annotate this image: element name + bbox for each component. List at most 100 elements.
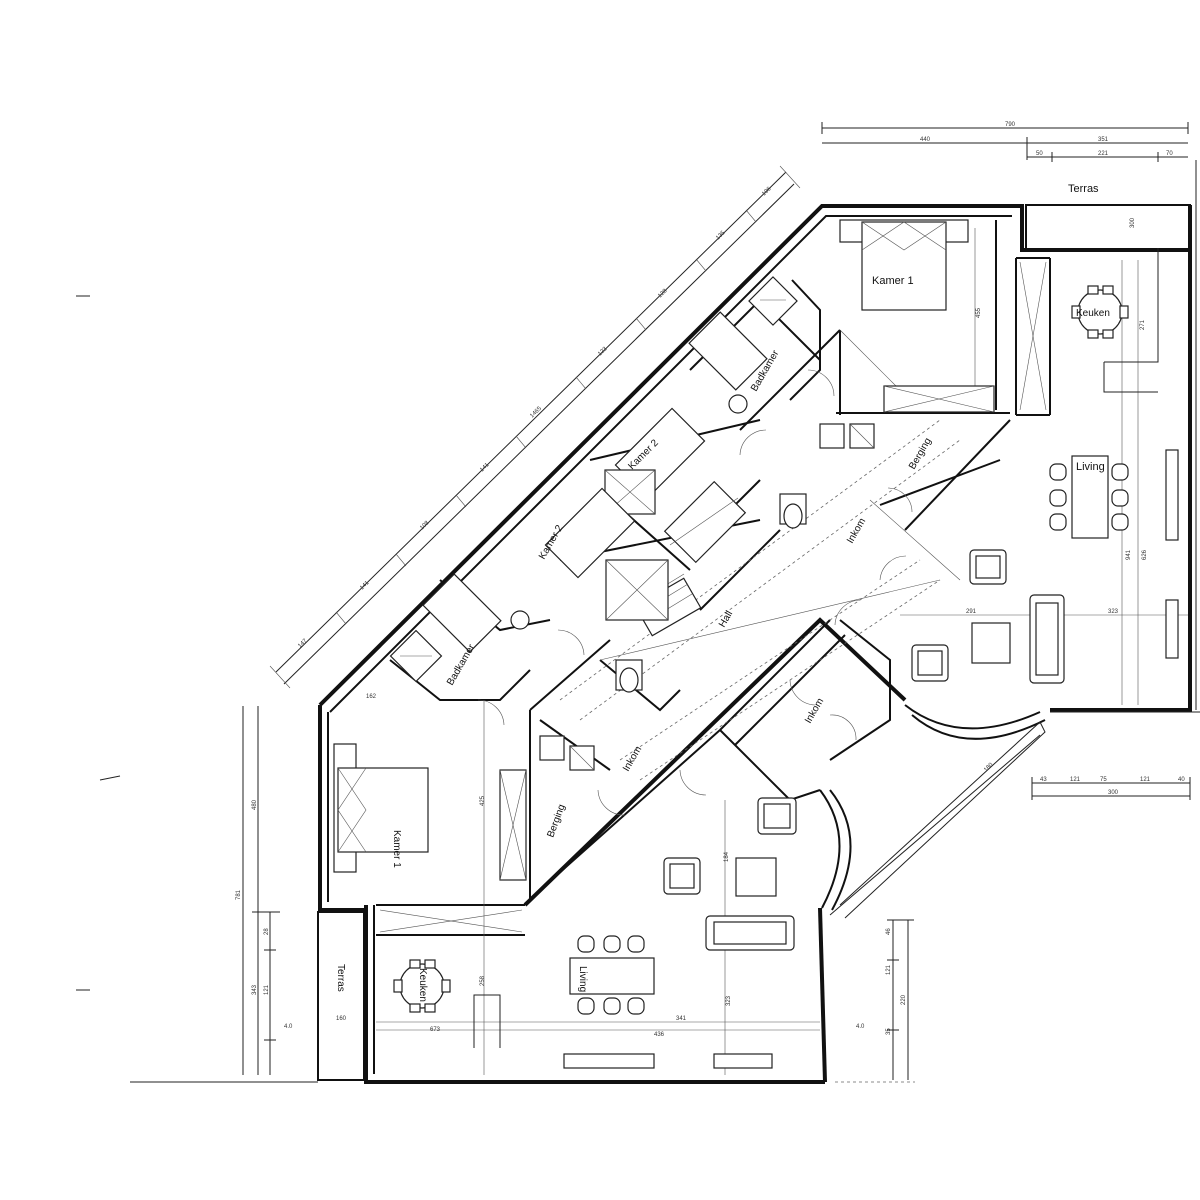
dim-living-left-d: 673 (430, 1027, 441, 1033)
edge-marks (76, 160, 1200, 1083)
room-label-terras-left: Terras (335, 964, 346, 992)
left-dimension-lines: 781 480 343 121 28 (236, 706, 280, 1075)
room-label-berging-left: Berging (545, 803, 567, 839)
dim-left-b: 343 (252, 984, 258, 995)
room-label-keuken-left: Keuken (417, 968, 428, 1002)
room-label-terras-top: Terras (1068, 183, 1099, 195)
dim-level-mark-right: 4.0 (856, 1024, 865, 1030)
dim-diag-1: 141 (359, 580, 371, 592)
dim-diag-3: 141 (479, 462, 491, 474)
bed-icon (604, 407, 706, 515)
dim-diag-7: 106 (761, 186, 773, 198)
room-label-berging-top: Berging (907, 436, 934, 471)
dim-diag-6: 135 (715, 230, 727, 242)
dim-diag-2: 108 (419, 520, 431, 532)
kitchen-cabinet-icon (379, 909, 523, 933)
dim-bay-3: 121 (1140, 777, 1151, 783)
furniture-right-unit (604, 219, 1179, 684)
dining-table-icon (1049, 455, 1129, 539)
sink-icon (510, 610, 530, 630)
dim-right-stack-1: 121 (886, 964, 892, 975)
dim-living-depth: 941 (1126, 549, 1132, 560)
round-table-icon (1071, 285, 1129, 339)
dim-right-stack-0: 46 (886, 928, 892, 935)
dim-top-sub-0: 50 (1036, 151, 1043, 157)
diagonal-dimension-lines: 147 141 108 141 1465 123 128 135 106 (269, 165, 801, 689)
dim-living-width-b: 323 (1108, 609, 1119, 615)
dim-living-left-b: 341 (676, 1016, 687, 1022)
wardrobe-icon (883, 385, 995, 413)
shower-icon (748, 276, 798, 326)
dim-top-sub-1: 221 (1098, 151, 1109, 157)
meter-box-icon (539, 735, 565, 761)
bed-icon (839, 219, 969, 311)
coffee-table-icon (735, 857, 777, 897)
dim-living-inner: 626 (1142, 549, 1148, 560)
dim-top-left: 440 (920, 137, 931, 143)
furniture-left-unit (333, 487, 797, 1069)
room-label-kamer1-top: Kamer 1 (872, 275, 914, 287)
armchair-icon (757, 797, 797, 835)
room-label-inkom-left: Inkom (621, 744, 644, 773)
armchair-icon (911, 644, 949, 682)
dim-bay-total: 300 (1108, 790, 1119, 796)
dim-bay-2: 75 (1100, 777, 1107, 783)
room-label-living-left: Living (577, 966, 588, 992)
toilet-icon (615, 659, 643, 693)
room-label-hall: Hall (717, 609, 735, 629)
wardrobe-icon (499, 769, 527, 881)
dim-living-width-a: 291 (966, 609, 977, 615)
dim-bay-1: 121 (1070, 777, 1081, 783)
dim-kamer1-left-w: 162 (366, 694, 377, 700)
dim-diag-0: 147 (297, 638, 309, 650)
sofa-icon (1029, 594, 1065, 684)
dim-terras-left-w: 160 (336, 1016, 347, 1022)
meter-box-icon (819, 423, 845, 449)
round-table-icon (393, 959, 451, 1013)
dim-keuken-left-h: 258 (480, 975, 486, 986)
sofa-icon (705, 915, 795, 951)
room-label-kamer1-left: Kamer 1 (391, 830, 402, 868)
bathtub-icon (422, 573, 502, 653)
construction-lines (376, 228, 1188, 1075)
dim-bay-4: 40 (1178, 777, 1185, 783)
dim-left-d: 28 (264, 928, 270, 935)
right-lower-dimension-lines: 43 121 75 121 40 300 46 121 35 220 (886, 777, 1191, 1080)
armchair-icon (969, 549, 1007, 585)
room-label-living-top: Living (1076, 461, 1105, 473)
dim-level-mark-left: 4.0 (284, 1024, 293, 1030)
dim-left-a: 480 (252, 799, 258, 810)
dim-top-total: 790 (1005, 122, 1016, 128)
door-swings (477, 369, 913, 816)
dim-diag-inner: 184 (724, 851, 730, 862)
room-label-inkom-mid: Inkom (803, 696, 826, 725)
shower-icon (389, 629, 443, 683)
bed-icon (333, 743, 429, 873)
coffee-table-icon (971, 622, 1011, 664)
dim-bay-diag: 180 (983, 762, 995, 774)
inline-dimension-texts: 300 455 271 941 626 291 323 180 162 425 … (284, 217, 1148, 1038)
dim-keuken-depth: 271 (1140, 319, 1146, 330)
dim-bay-0: 43 (1040, 777, 1047, 783)
dim-diag-4: 123 (597, 346, 609, 358)
room-label-keuken-top: Keuken (1076, 308, 1110, 319)
dim-right-total: 220 (901, 994, 907, 1005)
dim-living-left-c: 436 (654, 1032, 665, 1038)
room-label-badkamer-left: Badkamer (445, 642, 478, 688)
kitchen-cabinet-icon (1019, 261, 1047, 411)
armchair-icon (663, 857, 701, 895)
dim-living-left-a: 323 (726, 995, 732, 1006)
dining-table-icon (569, 935, 655, 1015)
bed-icon (544, 487, 669, 621)
dim-top-sub-2: 70 (1166, 151, 1173, 157)
dim-kamer1-left-h: 425 (480, 795, 486, 806)
top-dimension-lines: 790 440 351 50 221 70 (821, 122, 1189, 162)
dim-right-stack-2: 35 (886, 1028, 892, 1035)
sink-icon (728, 394, 748, 414)
dim-top-right: 351 (1098, 137, 1109, 143)
dim-left-c: 121 (264, 984, 270, 995)
room-label-inkom-top: Inkom (845, 516, 868, 545)
dim-terras-depth: 300 (1130, 217, 1136, 228)
toilet-icon (779, 493, 807, 529)
dim-diag-5: 128 (657, 288, 669, 300)
